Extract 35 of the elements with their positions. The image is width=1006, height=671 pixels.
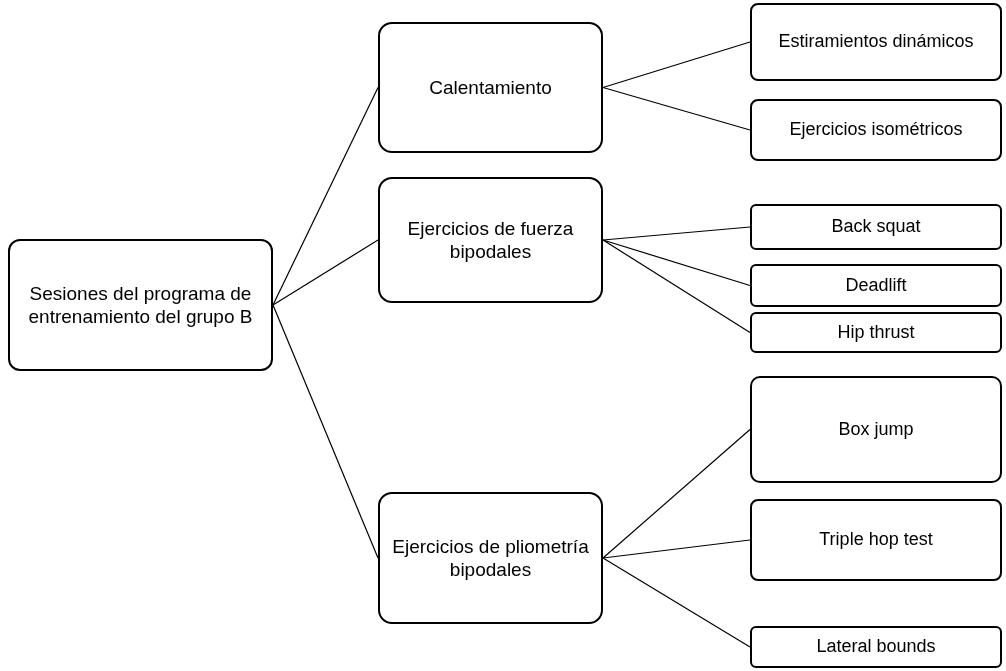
rounded-box	[750, 312, 1002, 353]
box-label: Box jump	[838, 418, 914, 441]
box-label: Deadlift	[845, 274, 907, 297]
rounded-box	[750, 376, 1002, 483]
connector-line	[602, 226, 751, 241]
rounded-box	[378, 492, 603, 624]
rounded-box	[750, 204, 1002, 250]
connector-line	[602, 428, 751, 559]
box-label: Triple hop test	[819, 529, 933, 551]
rounded-box	[750, 626, 1002, 668]
connector-line	[602, 539, 751, 559]
connector-line	[602, 239, 751, 334]
box-label: Sesiones del programa de entrenamiento del grupo B	[27, 281, 254, 329]
connector-line	[272, 86, 379, 306]
box-label: Ejercicios de fuerza bipodales	[406, 216, 575, 264]
connector-line	[602, 41, 751, 89]
box-label: Estiramientos dinámicos	[778, 31, 974, 53]
rounded-box	[750, 264, 1002, 307]
connector-line	[272, 304, 379, 559]
rounded-box	[378, 22, 603, 153]
rounded-box	[750, 3, 1002, 81]
connector-line	[602, 86, 751, 131]
connector-line	[272, 239, 379, 306]
box-label: Ejercicios de pliometría bipodales	[391, 534, 590, 582]
box-label: Back squat	[831, 216, 921, 238]
connector-line	[602, 557, 751, 648]
connector-line	[602, 239, 751, 287]
rounded-box	[750, 99, 1002, 161]
rounded-box	[8, 239, 273, 371]
rounded-box	[750, 499, 1002, 581]
box-label: Lateral bounds	[816, 636, 936, 658]
box-label: Ejercicios isométricos	[789, 119, 963, 141]
box-label: Hip thrust	[837, 321, 915, 344]
rounded-box	[378, 177, 603, 303]
box-label: Calentamiento	[429, 75, 552, 100]
